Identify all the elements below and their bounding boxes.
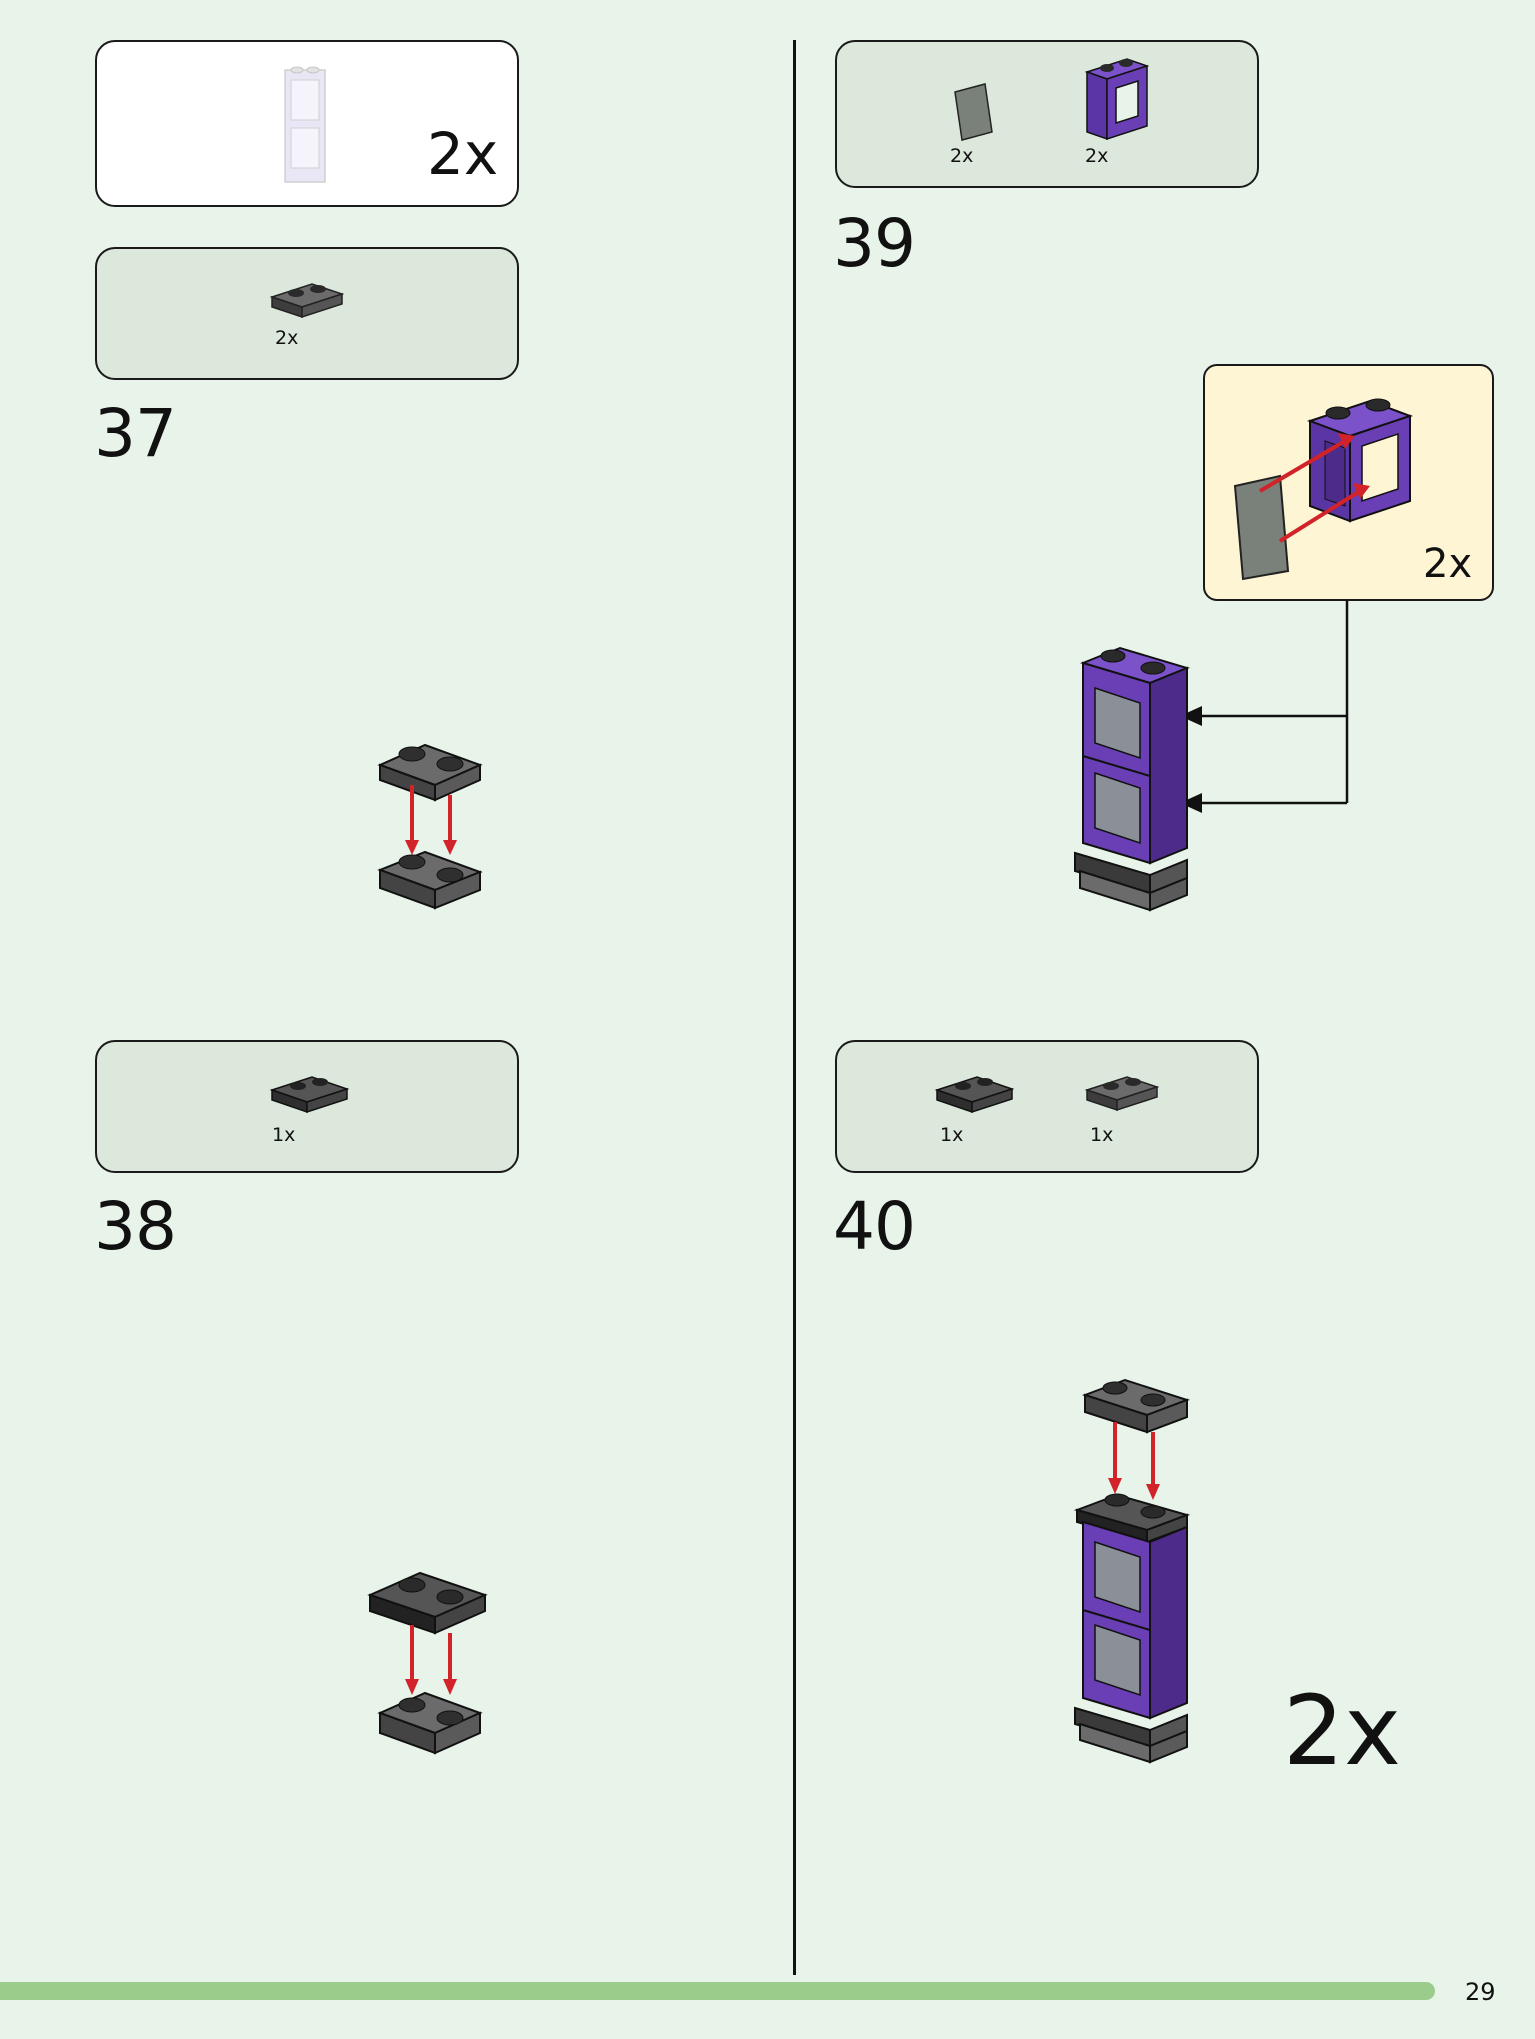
subassembly-quantity: 2x (427, 120, 499, 188)
step-39-assembly-illustration (1074, 646, 1191, 912)
step-39-parts-box: 2x 2x (835, 40, 1259, 188)
part-quantity: 1x (1090, 1124, 1114, 1146)
step-40-assembly-illustration (1073, 1378, 1191, 1764)
part-quantity: 1x (272, 1124, 296, 1146)
window-stack-ghost-icon (284, 66, 326, 183)
step-38-parts-box: 1x (95, 1040, 519, 1173)
step-37-assembly-illustration (377, 743, 483, 910)
step-number: 37 (94, 395, 177, 472)
step-number: 40 (833, 1188, 916, 1265)
step-38-assembly-illustration (367, 1571, 488, 1755)
callout-quantity: 2x (1423, 541, 1473, 587)
subassembly-preview-box: 2x (95, 40, 519, 207)
step-37-parts-box: 2x (95, 247, 519, 380)
plate-1x2-dark-grey-icon (1084, 1076, 1160, 1112)
step-40-parts-box: 1x 1x (835, 1040, 1259, 1173)
page-number: 29 (1465, 1978, 1496, 2006)
step-number: 39 (833, 205, 916, 282)
glass-pane-icon (954, 83, 993, 141)
window-frame-purple-icon (1084, 58, 1150, 141)
column-divider (793, 40, 796, 1975)
callout-connector-arrows (1180, 600, 1349, 813)
part-quantity: 2x (1085, 145, 1109, 167)
plate-1x2-dark-grey-icon (269, 283, 345, 319)
step-number: 38 (94, 1188, 177, 1265)
part-quantity: 2x (950, 145, 974, 167)
part-quantity: 2x (275, 327, 299, 349)
build-multiplier: 2x (1283, 1675, 1401, 1787)
step-39-callout-box: 2x (1203, 364, 1494, 601)
plate-with-rail-dark-icon (934, 1076, 1015, 1114)
part-quantity: 1x (940, 1124, 964, 1146)
callout-window-assembly-illustration (1233, 398, 1413, 581)
plate-with-rail-dark-icon (269, 1076, 350, 1114)
progress-bar (0, 1982, 1435, 2000)
